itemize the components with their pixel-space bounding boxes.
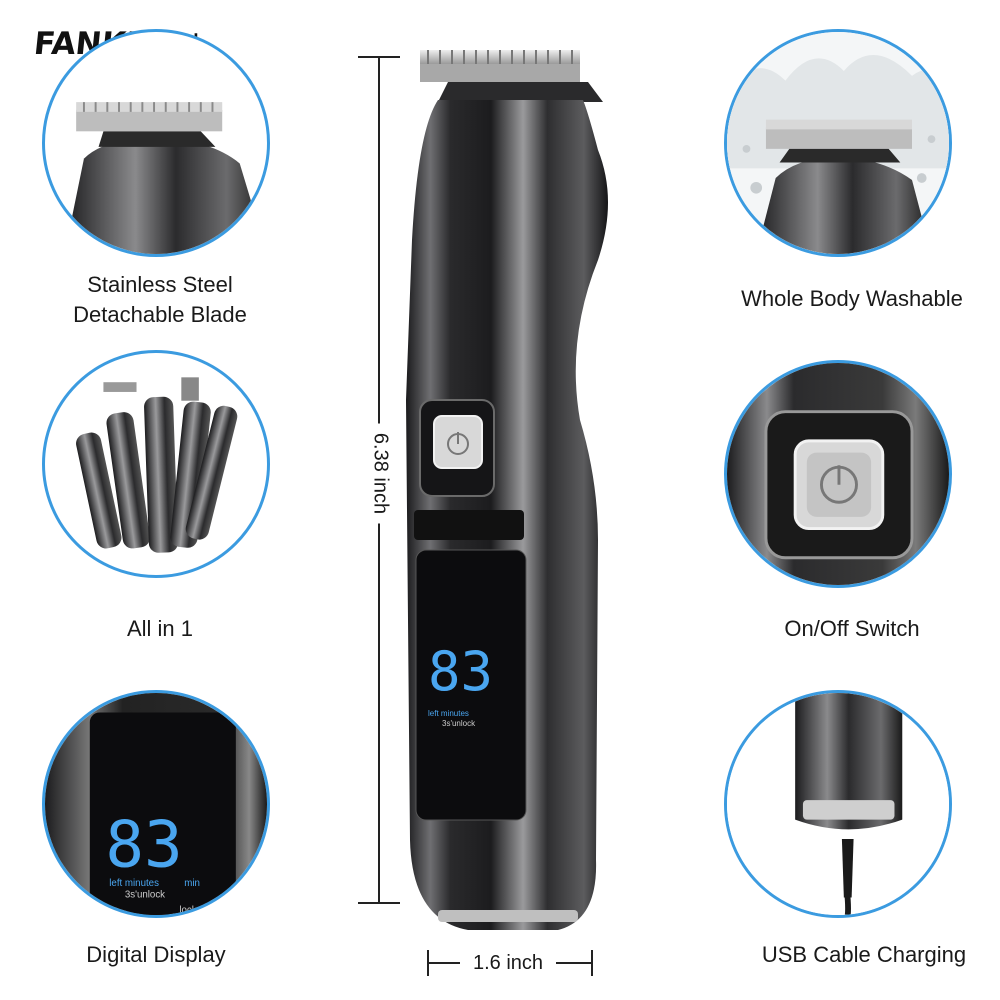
- washable-image: [727, 32, 949, 254]
- height-dimension-cap-bottom: [358, 902, 400, 904]
- width-dimension-cap-right: [591, 950, 593, 976]
- caption-blade: Stainless Steel Detachable Blade: [10, 270, 310, 330]
- caption-all-in-1: All in 1: [10, 614, 310, 644]
- washable-circle: [724, 29, 952, 257]
- display-label-lock-closeup: lock: [179, 905, 196, 915]
- caption-display: Digital Display: [6, 940, 306, 970]
- display-closeup-image: 83 left minutes min 3s'unlock lock: [45, 693, 267, 915]
- usb-closeup-image: [727, 693, 949, 915]
- caption-blade-line2: Detachable Blade: [73, 302, 247, 327]
- caption-washable: Whole Body Washable: [702, 284, 1000, 314]
- caption-usb-line1: USB Cable Charging: [761, 942, 967, 967]
- height-dimension-label: 6.38 inch: [368, 423, 392, 524]
- display-closeup-circle: 83 left minutes min 3s'unlock lock: [42, 690, 270, 918]
- display-label-min-closeup: min: [184, 878, 200, 889]
- blade-closeup-image: [64, 102, 267, 254]
- caption-washable-line1: Whole Body Washable: [741, 286, 963, 311]
- caption-all-in-1-line1: All in 1: [126, 616, 194, 641]
- width-dimension-line-right: [556, 962, 592, 964]
- width-dimension-line-left: [428, 962, 460, 964]
- usb-closeup-circle: [724, 690, 952, 918]
- switch-closeup-circle: [724, 360, 952, 588]
- caption-switch-line1: On/Off Switch: [784, 616, 920, 641]
- all-in-1-circle: [42, 350, 270, 578]
- caption-blade-line1: Stainless Steel: [87, 272, 233, 297]
- display-digits-main: 83: [428, 640, 493, 703]
- width-dimension-label: 1.6 inch: [472, 952, 544, 974]
- attachments-image: [76, 377, 238, 553]
- trimmer-product-image: 83 left minutes 3s'unlock: [406, 50, 608, 930]
- display-label-unlock-closeup: 3s'unlock: [125, 889, 165, 900]
- display-label-left-main: left minutes: [428, 709, 469, 718]
- caption-switch: On/Off Switch: [702, 614, 1000, 644]
- display-label-left-closeup: left minutes: [109, 878, 159, 889]
- switch-closeup-image: [727, 363, 949, 585]
- display-label-unlock-main: 3s'unlock: [442, 719, 476, 728]
- caption-usb: USB Cable Charging: [714, 940, 1000, 970]
- display-digits-closeup: 83: [105, 807, 182, 882]
- caption-display-line1: Digital Display: [86, 942, 226, 967]
- blade-closeup-circle: [42, 29, 270, 257]
